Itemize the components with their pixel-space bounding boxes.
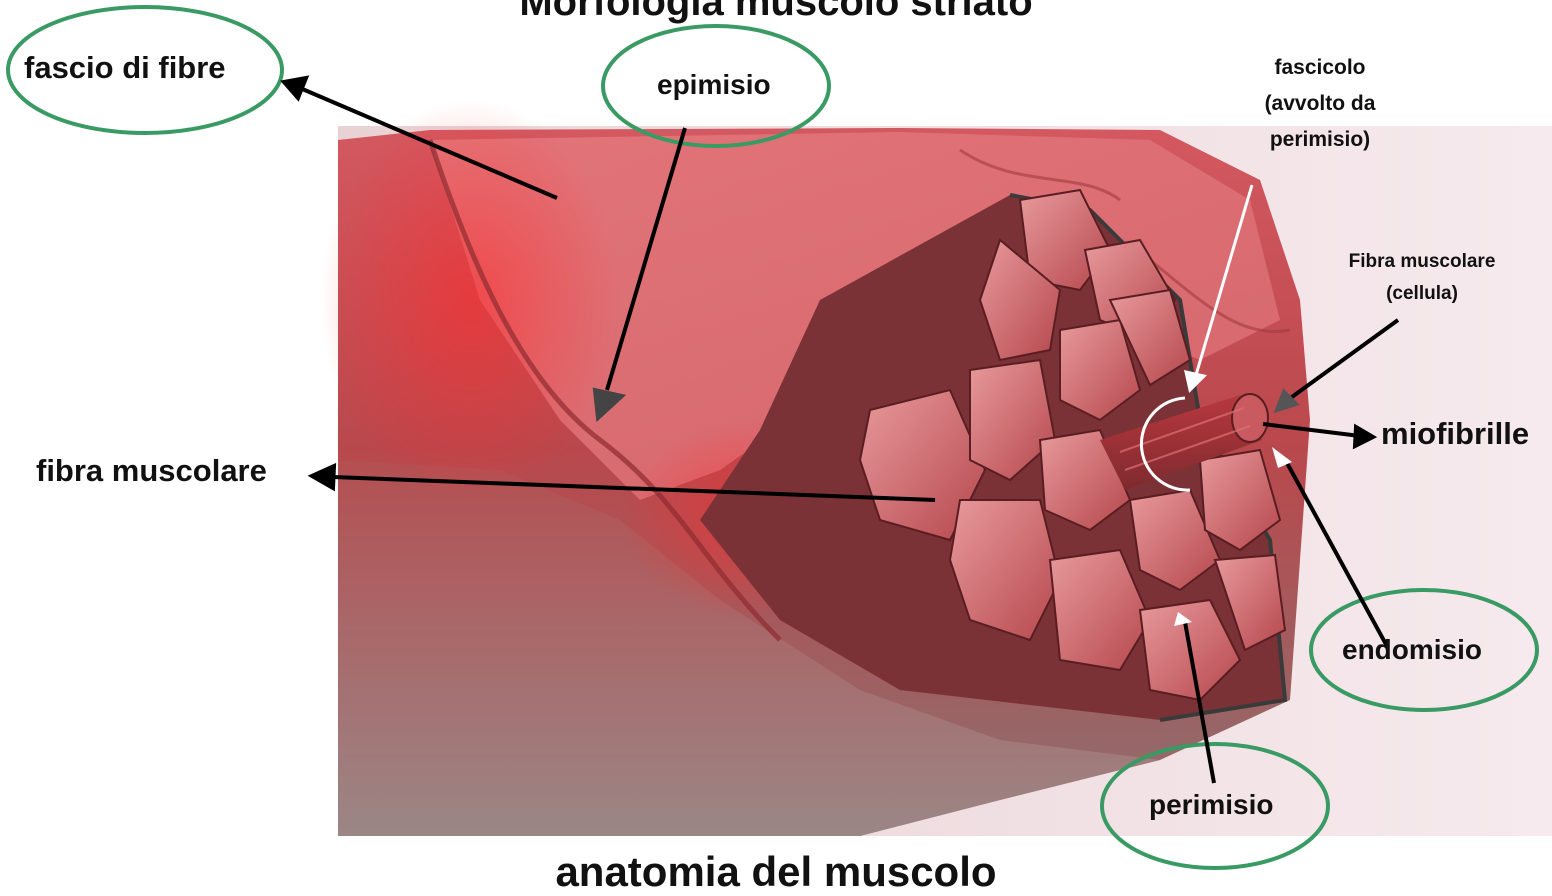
title-top: Morfologia muscolo striato bbox=[0, 0, 1552, 25]
label-fascicolo-line2: (avvolto da bbox=[1230, 86, 1410, 122]
label-fibra-cellula: Fibra muscolare (cellula) bbox=[1316, 246, 1528, 310]
label-fascicolo-line3: perimisio) bbox=[1230, 122, 1410, 158]
label-fascicolo: fascicolo (avvolto da perimisio) bbox=[1230, 50, 1410, 158]
label-fibra-cellula-line2: (cellula) bbox=[1316, 278, 1528, 310]
label-perimisio: perimisio bbox=[1149, 789, 1273, 821]
label-miofibrille: miofibrille bbox=[1381, 416, 1529, 452]
label-fascicolo-line1: fascicolo bbox=[1230, 50, 1410, 86]
label-fibra-cellula-line1: Fibra muscolare bbox=[1316, 246, 1528, 278]
label-fascio-di-fibre: fascio di fibre bbox=[24, 50, 226, 86]
label-endomisio: endomisio bbox=[1342, 634, 1482, 666]
label-epimisio: epimisio bbox=[657, 69, 771, 101]
label-fibra-muscolare: fibra muscolare bbox=[36, 453, 267, 489]
title-bottom: anatomia del muscolo bbox=[0, 848, 1552, 896]
